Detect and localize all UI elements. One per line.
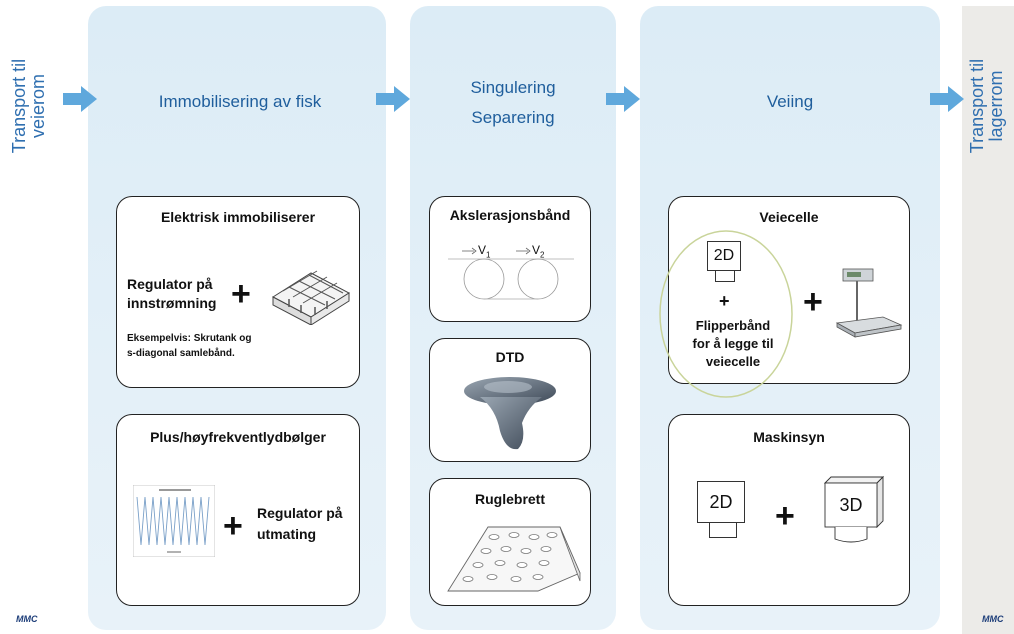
- camera-3d-label: 3D: [839, 495, 863, 515]
- camera-2d-icon: 2D: [697, 481, 745, 523]
- arrow-icon: [930, 86, 964, 112]
- highlight-ellipse: [659, 230, 793, 398]
- dtd-device-icon: [464, 377, 556, 450]
- weighing-scale-icon: [835, 268, 903, 338]
- card-title: Plus/høyfrekventlydbølger: [150, 429, 326, 445]
- card-ruglebrett: Ruglebrett: [429, 478, 591, 606]
- card-akselerasjonsband: Akslerasjonsbånd V1 V2: [429, 196, 591, 322]
- arrow-icon: [63, 86, 97, 112]
- stage-immobilisering: Immobilisering av fisk: [158, 92, 322, 111]
- electric-immobiliser-icon: [272, 270, 350, 325]
- card-maskinsyn: Maskinsyn 2D + 3D: [668, 414, 910, 606]
- waveform-chart-icon: [133, 485, 215, 557]
- card-title: DTD: [495, 349, 525, 365]
- footer-logo-right: MMC: [982, 614, 1004, 624]
- plus-sign: +: [231, 275, 251, 313]
- card-title: Akslerasjonsbånd: [449, 207, 571, 223]
- plus-sign: +: [719, 291, 730, 311]
- footer-logo-left: MMC: [16, 614, 38, 624]
- acceleration-belt-diagram: [448, 247, 574, 300]
- plus-sign: +: [775, 497, 795, 535]
- plus-sign: +: [803, 283, 823, 321]
- card-dtd: DTD: [429, 338, 591, 462]
- camera-lens-icon: [709, 523, 737, 538]
- camera-2d-icon: 2D: [707, 241, 741, 271]
- stage-veiing: Veiing: [766, 92, 814, 111]
- stage-singulering: Singulering: [470, 78, 556, 97]
- card-title: Veiecelle: [759, 209, 819, 225]
- card-hoyfrekvent-lydbolger: Plus/høyfrekventlydbølger + Regulator på…: [116, 414, 360, 606]
- ruglebrett-board-icon: [447, 526, 581, 592]
- card-title: Ruglebrett: [475, 491, 545, 507]
- plus-sign: +: [223, 507, 243, 545]
- stage-separering: Separering: [471, 108, 555, 127]
- camera-3d-icon: [823, 475, 885, 543]
- arrow-icon: [376, 86, 410, 112]
- velocity-2-label: V2: [532, 243, 545, 260]
- panel-lagerrom: [962, 6, 1014, 634]
- card-title: Elektrisk immobiliserer: [160, 209, 316, 225]
- velocity-1-label: V1: [478, 243, 491, 260]
- arrow-icon: [606, 86, 640, 112]
- camera-lens-icon: [715, 271, 735, 282]
- card-title: Maskinsyn: [753, 429, 825, 445]
